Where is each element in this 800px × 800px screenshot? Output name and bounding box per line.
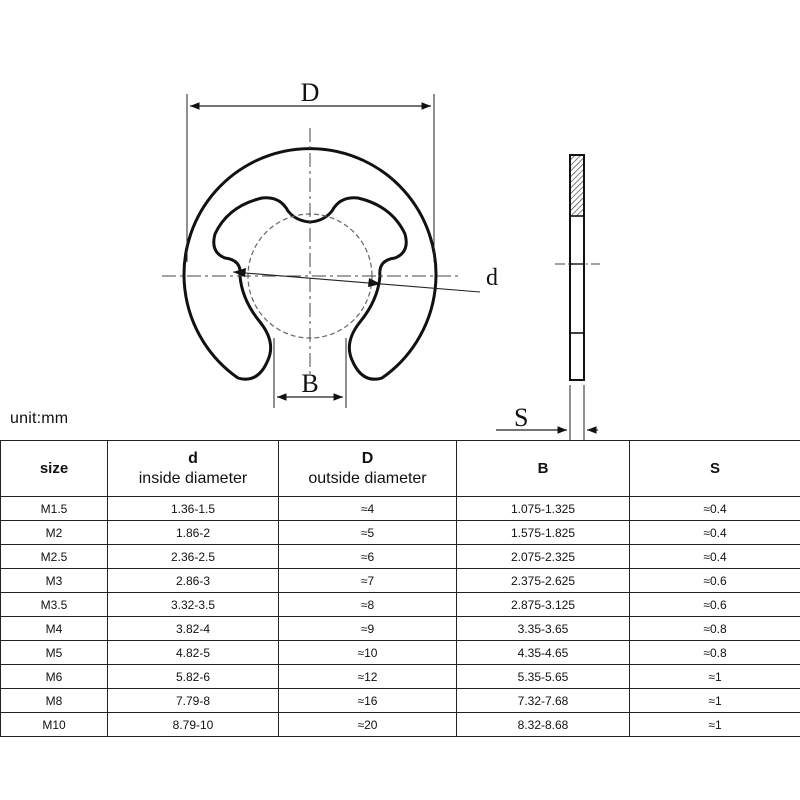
cell-S: ≈0.4: [629, 544, 800, 569]
dimension-S: S: [496, 385, 598, 440]
header-size-label: size: [39, 459, 69, 477]
cell-S: ≈0.8: [629, 640, 800, 665]
cell-B: 4.35-4.65: [456, 640, 630, 665]
cell-size: M8: [0, 688, 108, 713]
cell-size: M4: [0, 616, 108, 641]
cell-size: M2: [0, 520, 108, 545]
cell-D: ≈12: [278, 664, 457, 689]
e-clip-front-view: [162, 128, 458, 381]
table-row: M2.5 2.36-2.5 ≈6 2.075-2.325 ≈0.4: [0, 544, 800, 569]
dimension-d: d: [232, 265, 498, 293]
cell-d: 7.79-8: [107, 688, 279, 713]
unit-label: unit:mm: [10, 410, 69, 427]
e-clip-side-view: [555, 154, 600, 381]
label-d: d: [486, 265, 498, 291]
cell-d: 4.82-5: [107, 640, 279, 665]
table-row: M2 1.86-2 ≈5 1.575-1.825 ≈0.4: [0, 520, 800, 545]
e-clip-outline: [182, 147, 438, 381]
header-D: D outside diameter: [278, 440, 457, 497]
table-row: M1.5 1.36-1.5 ≈4 1.075-1.325 ≈0.4: [0, 496, 800, 521]
table-row: M10 8.79-10 ≈20 8.32-8.68 ≈1: [0, 712, 800, 737]
cell-B: 7.32-7.68: [456, 688, 630, 713]
header-d: d inside diameter: [107, 440, 279, 497]
cell-S: ≈0.8: [629, 616, 800, 641]
cell-S: ≈0.4: [629, 496, 800, 521]
cell-D: ≈16: [278, 688, 457, 713]
cell-S: ≈1: [629, 664, 800, 689]
cell-d: 2.36-2.5: [107, 544, 279, 569]
cell-D: ≈5: [278, 520, 457, 545]
label-B: B: [301, 369, 318, 398]
cell-B: 3.35-3.65: [456, 616, 630, 641]
cell-D: ≈6: [278, 544, 457, 569]
cell-B: 2.375-2.625: [456, 568, 630, 593]
cell-B: 2.075-2.325: [456, 544, 630, 569]
cell-d: 8.79-10: [107, 712, 279, 737]
header-d-sublabel: inside diameter: [138, 469, 248, 487]
label-D: D: [301, 78, 320, 107]
cell-B: 8.32-8.68: [456, 712, 630, 737]
header-B-label: B: [537, 459, 549, 477]
cell-D: ≈9: [278, 616, 457, 641]
spec-table: size d inside diameter D outside diamete…: [0, 440, 800, 737]
table-row: M3 2.86-3 ≈7 2.375-2.625 ≈0.6: [0, 568, 800, 593]
table-row: M6 5.82-6 ≈12 5.35-5.65 ≈1: [0, 664, 800, 689]
cell-d: 1.86-2: [107, 520, 279, 545]
cell-d: 3.82-4: [107, 616, 279, 641]
label-S: S: [514, 403, 528, 432]
cell-D: ≈10: [278, 640, 457, 665]
header-B: B: [456, 440, 630, 497]
header-d-label: d: [188, 449, 198, 467]
cell-d: 5.82-6: [107, 664, 279, 689]
cell-d: 2.86-3: [107, 568, 279, 593]
e-clip-technical-drawing: D d B S: [162, 78, 600, 440]
cell-D: ≈8: [278, 592, 457, 617]
cell-D: ≈7: [278, 568, 457, 593]
dimension-D: D: [186, 78, 435, 262]
cell-D: ≈20: [278, 712, 457, 737]
cell-B: 1.075-1.325: [456, 496, 630, 521]
cell-d: 3.32-3.5: [107, 592, 279, 617]
cell-S: ≈0.6: [629, 592, 800, 617]
table-row: M4 3.82-4 ≈9 3.35-3.65 ≈0.8: [0, 616, 800, 641]
cell-B: 5.35-5.65: [456, 664, 630, 689]
cell-S: ≈1: [629, 688, 800, 713]
header-D-sublabel: outside diameter: [308, 469, 427, 487]
cell-size: M2.5: [0, 544, 108, 569]
cell-size: M1.5: [0, 496, 108, 521]
cell-D: ≈4: [278, 496, 457, 521]
cell-B: 2.875-3.125: [456, 592, 630, 617]
dimension-B: B: [273, 338, 347, 408]
table-row: M3.5 3.32-3.5 ≈8 2.875-3.125 ≈0.6: [0, 592, 800, 617]
header-S: S: [629, 440, 800, 497]
cell-size: M3.5: [0, 592, 108, 617]
cell-S: ≈0.4: [629, 520, 800, 545]
cell-size: M10: [0, 712, 108, 737]
cell-S: ≈0.6: [629, 568, 800, 593]
cell-S: ≈1: [629, 712, 800, 737]
table-row: M8 7.79-8 ≈16 7.32-7.68 ≈1: [0, 688, 800, 713]
cell-size: M5: [0, 640, 108, 665]
table-header-row: size d inside diameter D outside diamete…: [0, 440, 800, 497]
table-row: M5 4.82-5 ≈10 4.35-4.65 ≈0.8: [0, 640, 800, 665]
cell-size: M6: [0, 664, 108, 689]
cell-d: 1.36-1.5: [107, 496, 279, 521]
cell-size: M3: [0, 568, 108, 593]
header-S-label: S: [709, 459, 720, 477]
cell-B: 1.575-1.825: [456, 520, 630, 545]
header-D-label: D: [361, 449, 374, 467]
header-size: size: [0, 440, 108, 497]
